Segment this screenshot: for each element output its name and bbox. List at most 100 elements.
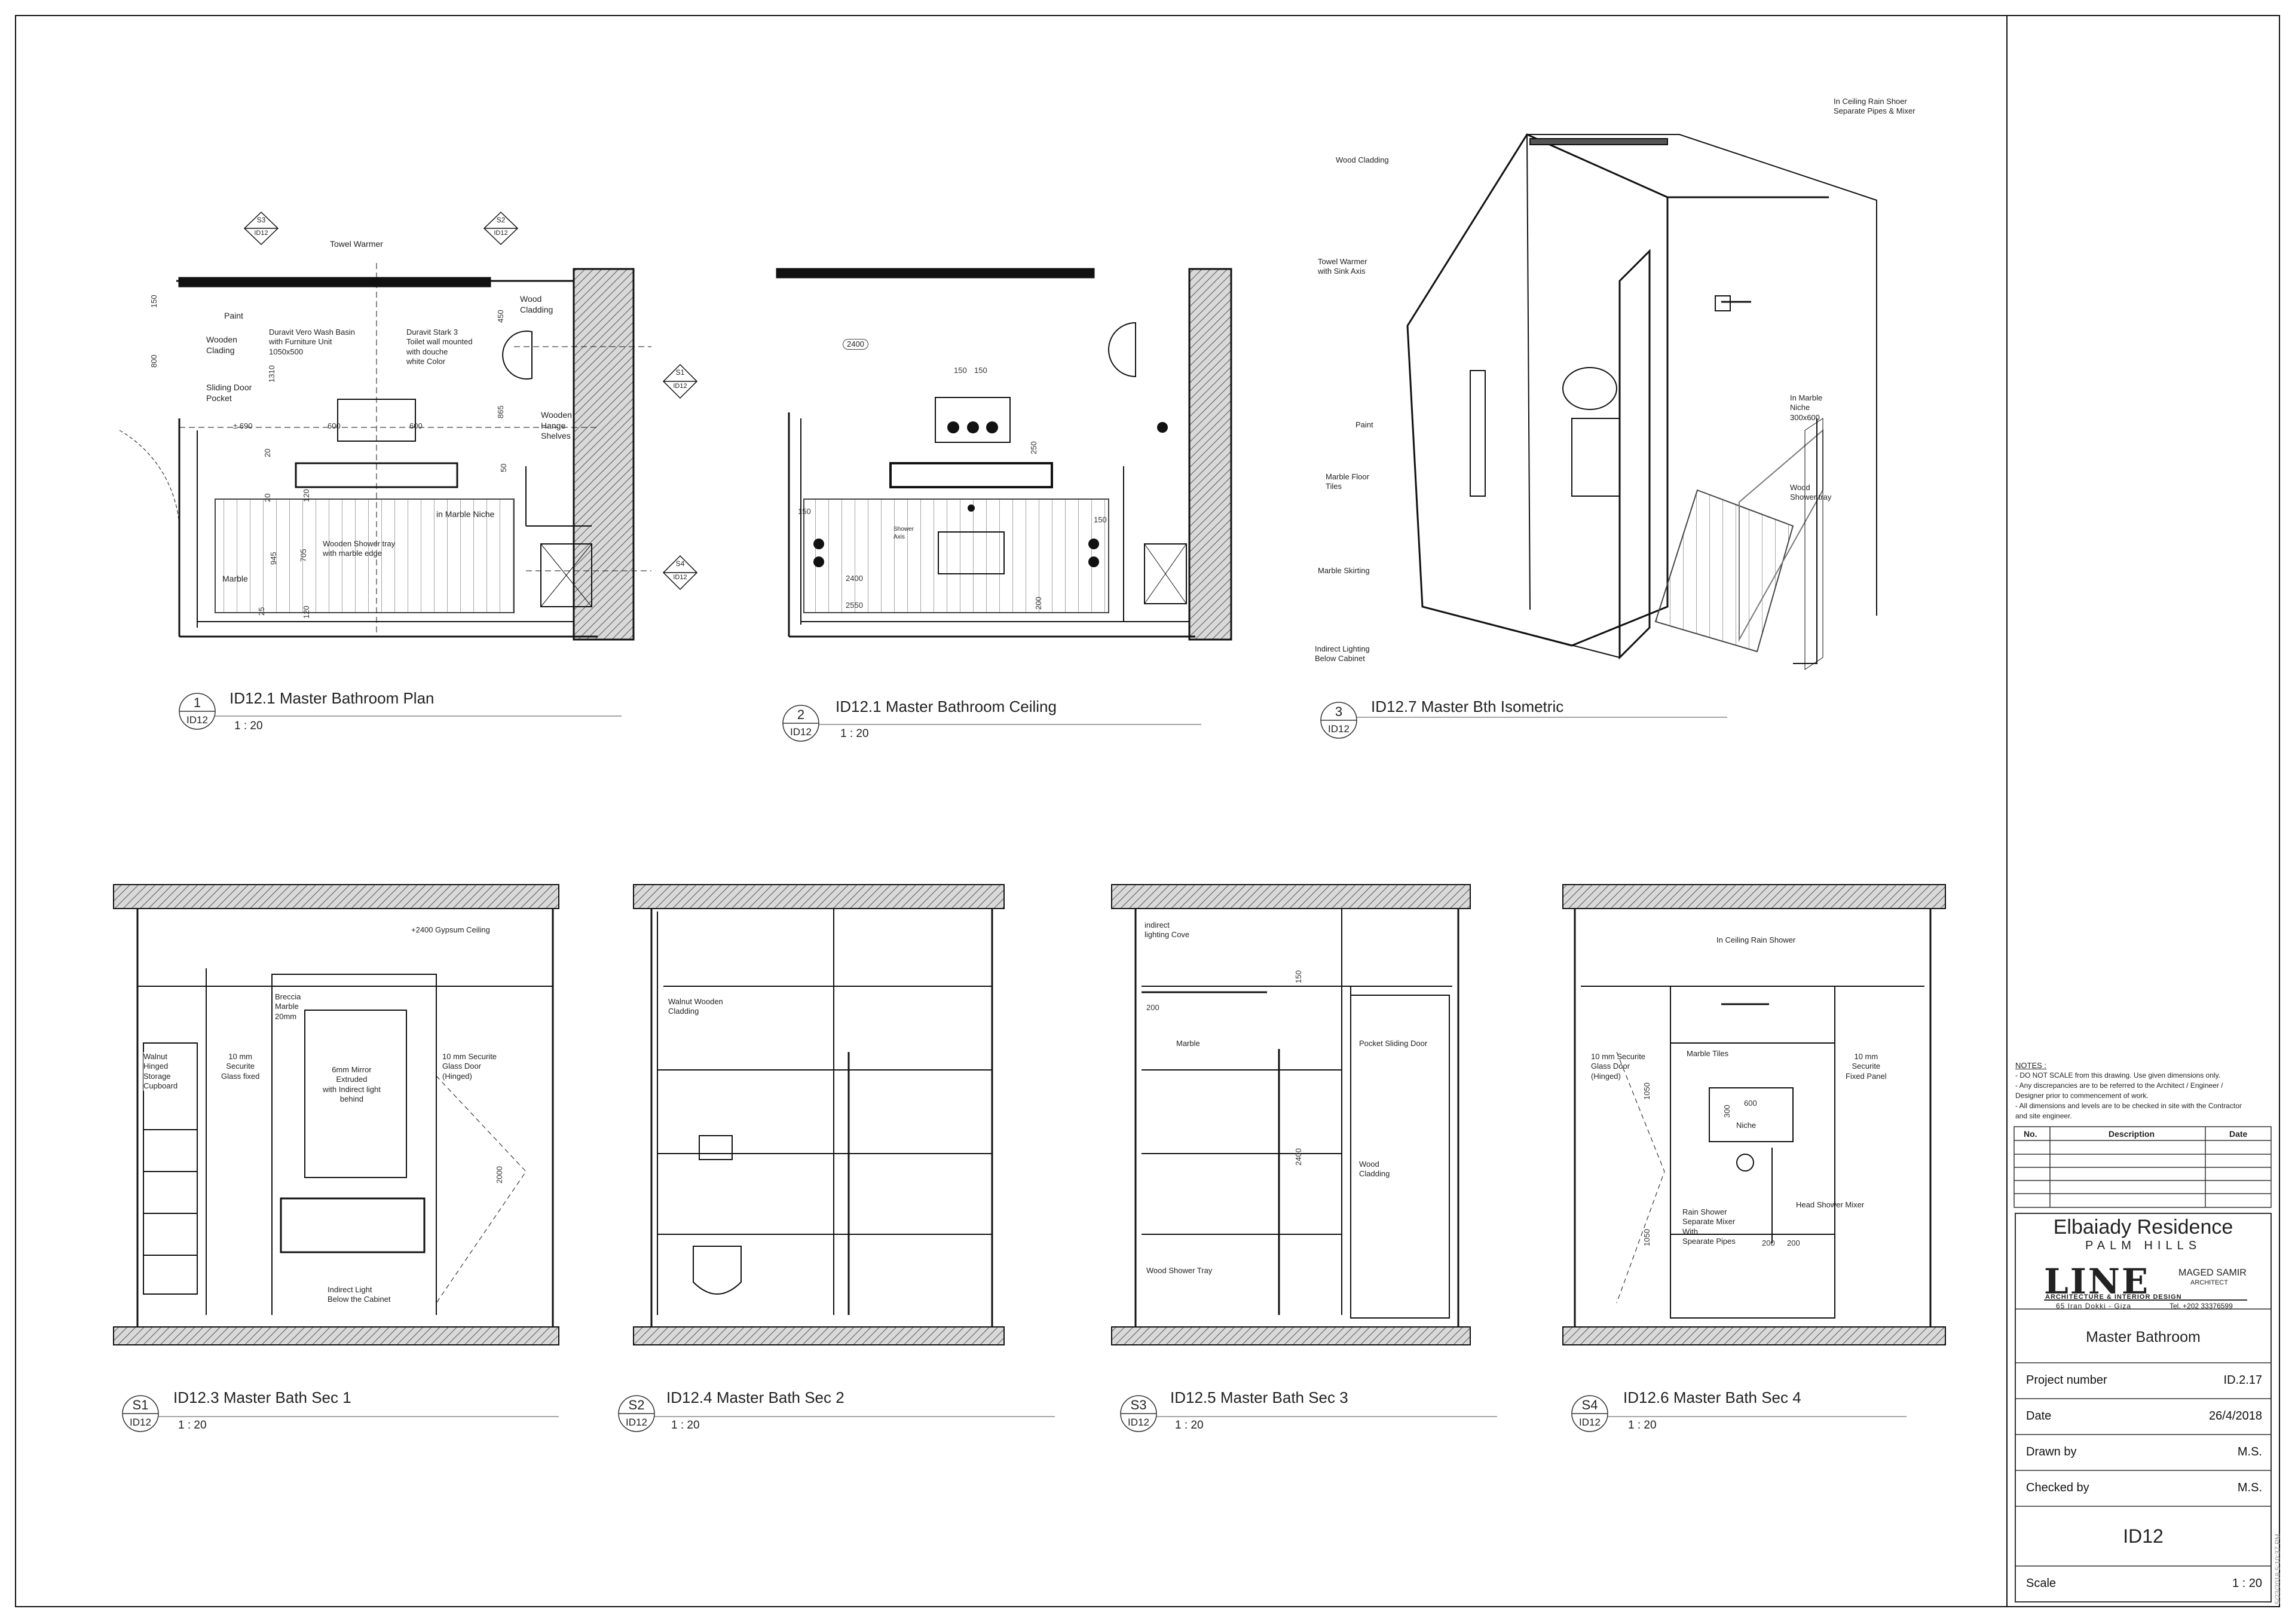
ceiling-level: 2400 [843, 339, 868, 350]
s1-gypsum: +2400 Gypsum Ceiling [411, 925, 490, 934]
dim-20-a: 20 [263, 448, 272, 457]
label-sliding-door: Sliding Door Pocket [206, 383, 252, 403]
section-2-number[interactable]: S2 [628, 1397, 645, 1412]
ceiling-dim-150-c: 150 [798, 507, 811, 516]
section-2-scale: 1 : 20 [671, 1419, 700, 1432]
marker-s4-num[interactable]: S4 [675, 559, 685, 568]
s3-pocket-door: Pocket Sliding Door [1359, 1039, 1428, 1048]
view-1-scale: 1 : 20 [234, 720, 263, 732]
firm-tel: Tel. +202 33376599 [2169, 1302, 2233, 1310]
project-location: PALM HILLS [2085, 1239, 2202, 1252]
s4-dim-200-b: 200 [1787, 1238, 1800, 1247]
iso-paint: Paint [1355, 420, 1373, 429]
iso-wood-cladding: Wood Cladding [1336, 155, 1389, 164]
firm-tagline: ARCHITECTURE & INTERIOR DESIGN [2045, 1293, 2182, 1301]
notes-line: - All dimensions and levels are to be ch… [2015, 1102, 2242, 1110]
iso-wood-tray: Wood Shower tray [1790, 483, 1832, 502]
label-shower-tray: Wooden Shower tray with marble edge [323, 539, 396, 558]
view-2-scale: 1 : 20 [840, 727, 869, 740]
notes-line: - Any discrepancies are to be referred t… [2015, 1081, 2223, 1090]
section-4-number[interactable]: S4 [1581, 1397, 1598, 1412]
section-3-sheet: ID12 [1128, 1417, 1149, 1428]
section-marker-shapes [243, 211, 698, 591]
label-wood-cladding: Wood Cladding [520, 294, 553, 314]
view-bubbles [122, 693, 1608, 1432]
section-3-title[interactable]: ID12.5 Master Bath Sec 3 [1170, 1388, 1348, 1406]
section-2-sheet: ID12 [626, 1417, 647, 1428]
plan-view [119, 263, 651, 641]
s3-shower-tray: Wood Shower Tray [1146, 1266, 1213, 1275]
label-marble: Marble [222, 574, 248, 583]
scale-label: Scale [2026, 1577, 2057, 1590]
field-value: M.S. [2237, 1445, 2262, 1458]
section-1-sheet: ID12 [130, 1417, 151, 1428]
s3-lighting-cove: indirect lighting Cove [1145, 920, 1190, 940]
title-block-frame [2014, 1126, 2272, 1602]
s1-breccia: Breccia Marble 20mm [275, 992, 301, 1021]
section-4-sheet: ID12 [1579, 1417, 1601, 1428]
dim-865: 865 [496, 405, 505, 418]
section-3-scale: 1 : 20 [1175, 1419, 1204, 1432]
dim-690: ± 690 [233, 421, 253, 430]
section-3-number[interactable]: S3 [1130, 1397, 1147, 1412]
marker-s1-sheet: ID12 [673, 383, 687, 390]
section-4-scale: 1 : 20 [1628, 1419, 1657, 1432]
section-1-title[interactable]: ID12.3 Master Bath Sec 1 [173, 1388, 351, 1406]
view-2-title[interactable]: ID12.1 Master Bathroom Ceiling [836, 698, 1057, 715]
marker-s4-sheet: ID12 [673, 574, 687, 581]
s4-dim-200-a: 200 [1762, 1238, 1775, 1247]
section-2-title[interactable]: ID12.4 Master Bath Sec 2 [666, 1388, 844, 1406]
view-1-sheet: ID12 [186, 714, 208, 726]
revision-header-date: Date [2229, 1129, 2248, 1139]
s3-dim-200: 200 [1146, 1003, 1159, 1012]
label-towel-warmer: Towel Warmer [330, 239, 383, 249]
sections [113, 884, 1946, 1345]
field-value: 26/4/2018 [2209, 1409, 2262, 1423]
view-1-title[interactable]: ID12.1 Master Bathroom Plan [230, 689, 434, 707]
view-2-number[interactable]: 2 [797, 707, 805, 722]
s3-dim-150: 150 [1294, 970, 1303, 983]
label-marble-niche: in Marble Niche [436, 509, 495, 519]
marker-s1-num[interactable]: S1 [675, 368, 685, 377]
marker-s2-num[interactable]: S2 [496, 216, 506, 224]
s3-wood-cladding: Wood Cladding [1359, 1160, 1390, 1179]
field-label: Checked by [2026, 1481, 2089, 1494]
firm-logo: LINE [2044, 1261, 2150, 1302]
dim-150: 150 [149, 295, 158, 308]
view-3-number[interactable]: 3 [1335, 704, 1343, 719]
ceiling-dim-150-a: 150 [954, 366, 967, 375]
notes-line: Designer prior to commencement of work. [2015, 1091, 2149, 1100]
iso-rain-shower: In Ceiling Rain Shoer Separate Pipes & M… [1834, 97, 1915, 116]
ceiling-dim-2550: 2550 [846, 601, 863, 610]
iso-towel-warmer: Towel Warmer with Sink Axis [1318, 257, 1367, 276]
section-1-number[interactable]: S1 [132, 1397, 149, 1412]
s3-marble: Marble [1176, 1039, 1200, 1048]
notes-line: - DO NOT SCALE from this drawing. Use gi… [2015, 1071, 2221, 1079]
dim-600-b: 600 [409, 421, 423, 430]
field-label: Drawn by [2026, 1445, 2077, 1458]
s1-walnut-cupboard: Walnut Hinged Storage Cupboard [143, 1052, 178, 1091]
marker-s2-sheet: ID12 [494, 230, 508, 237]
project-name: Elbaiady Residence [2053, 1216, 2233, 1238]
view-1-number[interactable]: 1 [193, 695, 201, 710]
s4-fixed-panel: 10 mm Securite Fixed Panel [1846, 1052, 1887, 1081]
dim-1310: 1310 [267, 365, 276, 383]
s4-niche: Niche [1736, 1121, 1757, 1130]
iso-marble-floor: Marble Floor Tiles [1326, 472, 1369, 491]
section-4-title[interactable]: ID12.6 Master Bath Sec 4 [1623, 1388, 1801, 1406]
dim-50: 50 [499, 463, 508, 472]
dim-705: 705 [299, 549, 308, 562]
marker-s3-num[interactable]: S3 [256, 216, 266, 224]
view-3-title[interactable]: ID12.7 Master Bth Isometric [1371, 698, 1564, 715]
isometric-view [1406, 133, 1877, 670]
dim-120-a: 120 [302, 489, 311, 502]
label-paint: Paint [224, 311, 243, 320]
ceiling-dim-200: 200 [1034, 597, 1043, 610]
s1-mirror: 6mm Mirror Extruded with Indirect light … [323, 1065, 381, 1103]
field-value: ID.2.17 [2223, 1374, 2262, 1387]
sheet-name: Master Bathroom [2086, 1329, 2201, 1345]
s4-glass-door: 10 mm Securite Glass Door (Hinged) [1591, 1052, 1646, 1081]
dim-800: 800 [149, 354, 158, 368]
s4-marble-tiles: Marble Tiles [1687, 1049, 1729, 1058]
